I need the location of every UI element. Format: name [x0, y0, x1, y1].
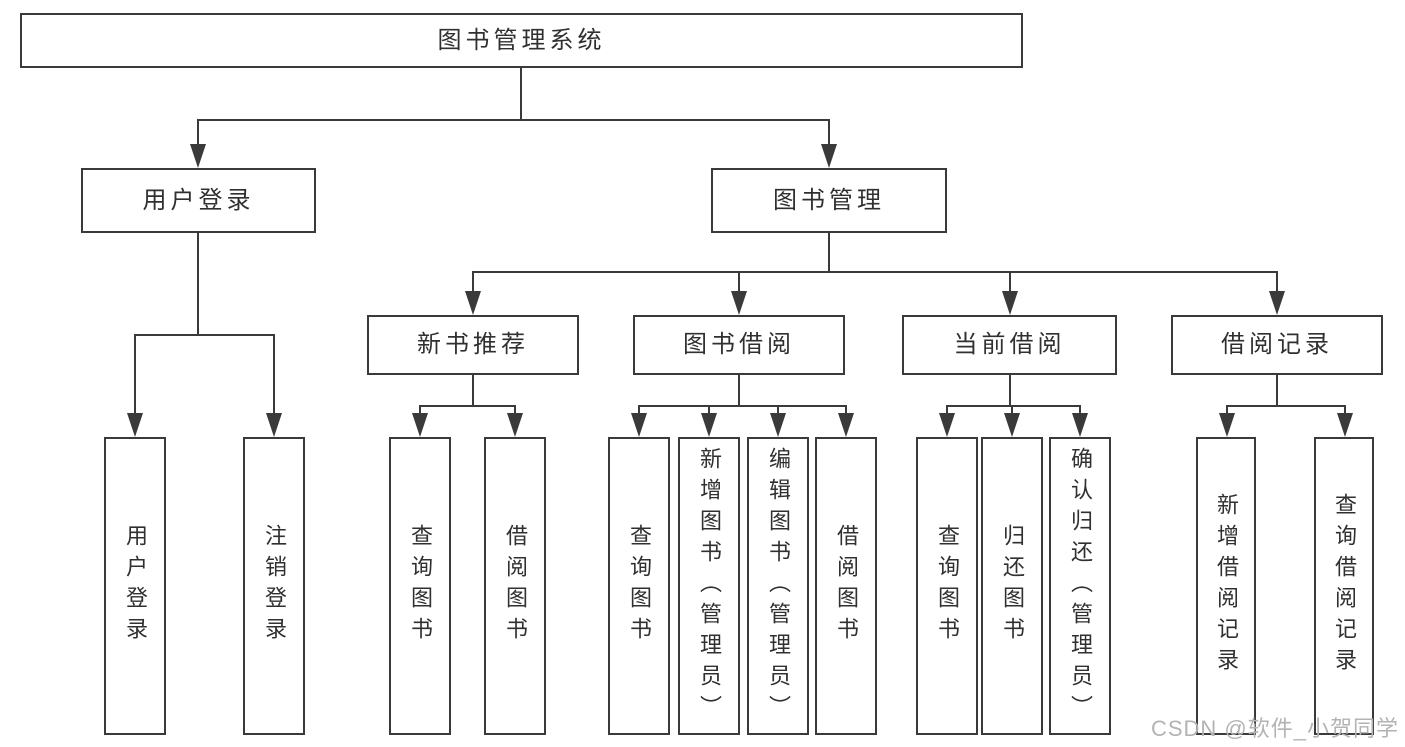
arrowhead-icon — [1002, 291, 1018, 315]
node-label-new-book-recommend: 新书推荐 — [417, 331, 529, 358]
node-leaf-edit-book: 编辑图书（管理员） — [747, 437, 809, 735]
node-book-management: 图书管理 — [711, 168, 947, 233]
node-book-borrowing: 图书借阅 — [633, 315, 845, 375]
node-label-borrowing-records: 借阅记录 — [1221, 331, 1333, 358]
node-label-user-login: 用户登录 — [142, 186, 255, 214]
arrowhead-icon — [631, 413, 647, 437]
node-label-current-borrowing: 当前借阅 — [953, 331, 1066, 358]
arrowhead-icon — [770, 413, 786, 437]
arrowhead-icon — [701, 413, 717, 437]
node-label-leaf-query-books-1: 查询图书 — [408, 524, 433, 648]
node-label-leaf-logout: 注销登录 — [262, 524, 287, 648]
node-label-leaf-add-book: 新增图书（管理员） — [697, 446, 722, 726]
node-label-leaf-edit-book: 编辑图书（管理员） — [766, 446, 791, 726]
node-leaf-user-login: 用户登录 — [104, 437, 166, 735]
node-user-login: 用户登录 — [81, 168, 316, 233]
arrowhead-icon — [821, 144, 837, 168]
node-leaf-query-books-2: 查询图书 — [608, 437, 670, 735]
node-label-leaf-borrow-books-2: 借阅图书 — [834, 524, 859, 648]
node-leaf-logout: 注销登录 — [243, 437, 305, 735]
node-root: 图书管理系统 — [20, 13, 1023, 68]
node-label-book-management: 图书管理 — [773, 186, 885, 214]
node-label-leaf-query-books-3: 查询图书 — [935, 524, 960, 648]
arrowhead-icon — [507, 413, 523, 437]
node-leaf-confirm-return: 确认归还（管理员） — [1049, 437, 1111, 735]
arrowhead-icon — [939, 413, 955, 437]
node-label-leaf-return-book: 归还图书 — [1000, 524, 1025, 648]
arrowhead-icon — [1004, 413, 1020, 437]
arrowhead-icon — [1072, 413, 1088, 437]
node-borrowing-records: 借阅记录 — [1171, 315, 1383, 375]
node-leaf-borrow-books-1: 借阅图书 — [484, 437, 546, 735]
arrowhead-icon — [731, 291, 747, 315]
node-label-root: 图书管理系统 — [437, 26, 606, 54]
node-label-leaf-query-books-2: 查询图书 — [627, 524, 652, 648]
node-leaf-query-books-1: 查询图书 — [389, 437, 451, 735]
node-leaf-return-book: 归还图书 — [981, 437, 1043, 735]
node-label-leaf-borrow-books-1: 借阅图书 — [503, 524, 528, 648]
node-label-leaf-query-borrow-rec: 查询借阅记录 — [1332, 493, 1357, 679]
arrowhead-icon — [412, 413, 428, 437]
arrowhead-icon — [190, 144, 206, 168]
node-leaf-add-book: 新增图书（管理员） — [678, 437, 740, 735]
arrowhead-icon — [1219, 413, 1235, 437]
node-leaf-query-books-3: 查询图书 — [916, 437, 978, 735]
arrowhead-icon — [127, 413, 143, 437]
arrowhead-icon — [1337, 413, 1353, 437]
node-leaf-add-borrow-rec: 新增借阅记录 — [1196, 437, 1256, 735]
node-label-leaf-confirm-return: 确认归还（管理员） — [1068, 446, 1093, 726]
node-leaf-query-borrow-rec: 查询借阅记录 — [1314, 437, 1374, 735]
arrowhead-icon — [1269, 291, 1285, 315]
node-new-book-recommend: 新书推荐 — [367, 315, 579, 375]
node-label-leaf-user-login: 用户登录 — [123, 524, 148, 648]
arrowhead-icon — [838, 413, 854, 437]
arrowhead-icon — [465, 291, 481, 315]
node-label-book-borrowing: 图书借阅 — [683, 331, 795, 358]
arrowhead-icon — [266, 413, 282, 437]
watermark: CSDN @软件_小贺同学 — [1150, 716, 1399, 741]
node-current-borrowing: 当前借阅 — [902, 315, 1117, 375]
node-leaf-borrow-books-2: 借阅图书 — [815, 437, 877, 735]
node-label-leaf-add-borrow-rec: 新增借阅记录 — [1214, 493, 1239, 679]
